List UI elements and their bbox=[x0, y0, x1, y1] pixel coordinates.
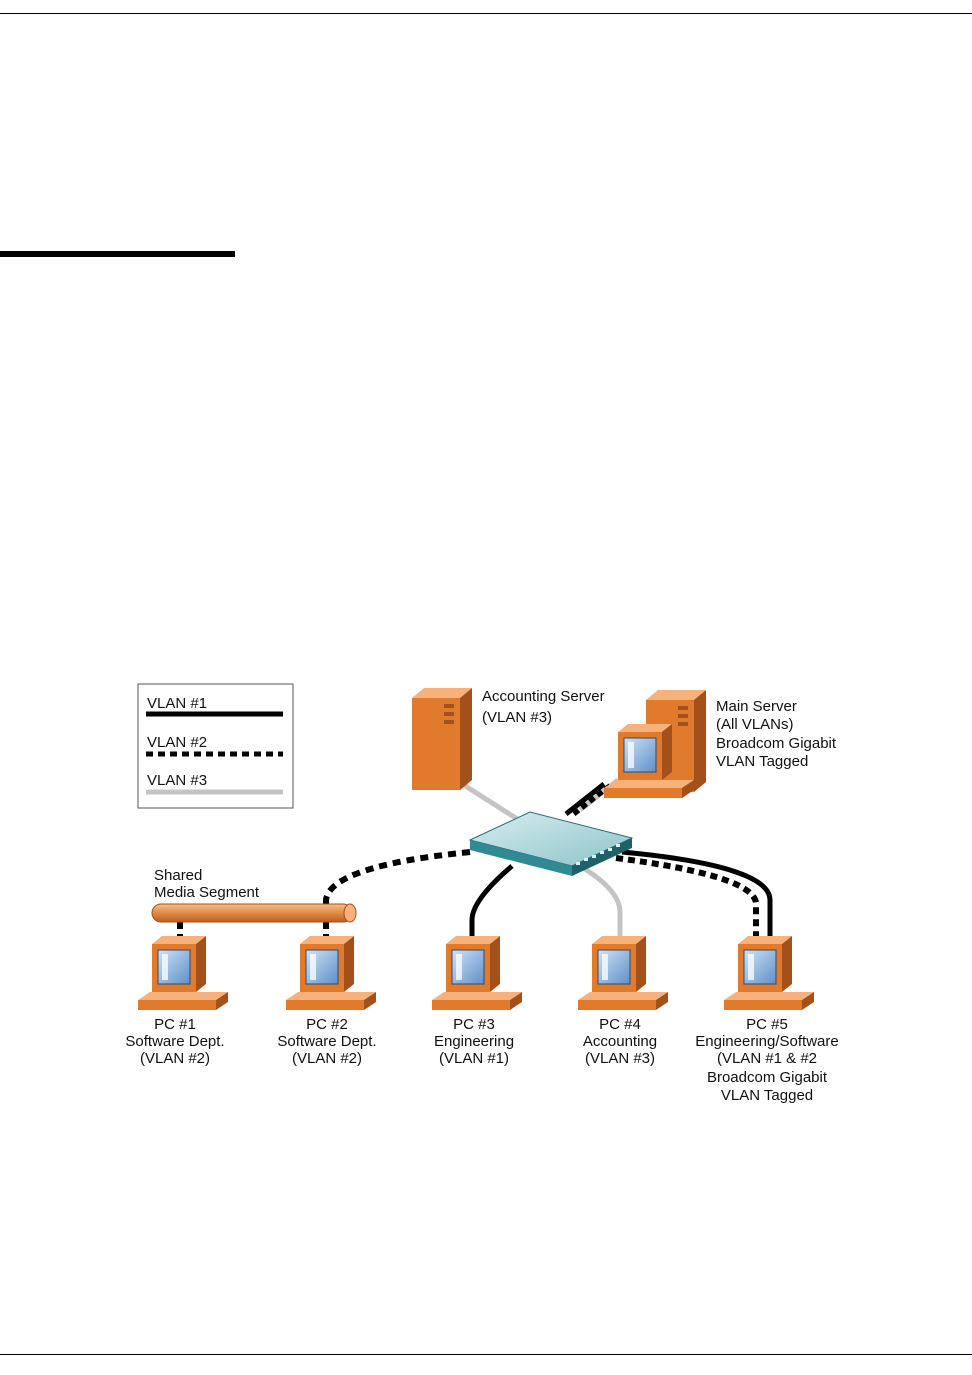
legend-label-vlan3: VLAN #3 bbox=[147, 772, 207, 789]
legend-label-vlan2: VLAN #2 bbox=[147, 734, 207, 751]
pc4-label-2: Accounting bbox=[583, 1033, 657, 1050]
pc1-label-2: Software Dept. bbox=[125, 1033, 224, 1050]
pc5-label-1: PC #5 bbox=[746, 1016, 788, 1033]
pc4-label-1: PC #4 bbox=[599, 1016, 641, 1033]
pc2-label-2: Software Dept. bbox=[277, 1033, 376, 1050]
pc3-label-1: PC #3 bbox=[453, 1016, 495, 1033]
section-heading-bar bbox=[0, 251, 235, 257]
accounting-server-label-2: (VLAN #3) bbox=[482, 709, 552, 726]
link-pc3-vlan1 bbox=[469, 864, 514, 952]
pc2-label-3: (VLAN #2) bbox=[292, 1050, 362, 1067]
link-pc4-vlan3 bbox=[578, 863, 623, 952]
pc2-computer-icon bbox=[285, 935, 377, 1011]
shared-media-segment-pipe bbox=[151, 903, 357, 923]
link-shared-segment-vlan2 bbox=[323, 849, 471, 906]
main-server-label-2: (All VLANs) bbox=[716, 716, 794, 733]
legend: VLAN #1 VLAN #2 VLAN #3 bbox=[137, 683, 294, 809]
pc5-label-2: Engineering/Software bbox=[695, 1033, 838, 1050]
main-server-label-1: Main Server bbox=[716, 698, 797, 715]
header-rule bbox=[0, 13, 972, 14]
link-pc5-vlan2 bbox=[615, 855, 759, 952]
pc3-computer-icon bbox=[431, 935, 523, 1011]
shared-segment-label-2: Media Segment bbox=[154, 884, 260, 901]
pc5-label-5: VLAN Tagged bbox=[721, 1087, 813, 1104]
pc1-label-3: (VLAN #2) bbox=[140, 1050, 210, 1067]
pc4-computer-icon bbox=[577, 935, 669, 1011]
pc5-computer-icon bbox=[723, 935, 815, 1011]
legend-box bbox=[137, 683, 294, 809]
link-pc5-vlan1 bbox=[621, 849, 773, 952]
pc4-label-3: (VLAN #3) bbox=[585, 1050, 655, 1067]
accounting-server-tower-icon bbox=[412, 688, 472, 790]
pc3-label-2: Engineering bbox=[434, 1033, 514, 1050]
pc5-label-3: (VLAN #1 & #2 bbox=[717, 1050, 817, 1067]
network-switch bbox=[468, 811, 634, 876]
shared-segment-label-1: Shared bbox=[154, 867, 202, 884]
main-server-label-3: Broadcom Gigabit bbox=[716, 735, 837, 752]
accounting-server-label-1: Accounting Server bbox=[482, 688, 605, 705]
link-main-server-vlan1 bbox=[564, 782, 606, 816]
footer-rule bbox=[0, 1354, 972, 1355]
pc1-computer-icon bbox=[137, 935, 229, 1011]
main-server-label-4: VLAN Tagged bbox=[716, 753, 808, 770]
pc5-label-4: Broadcom Gigabit bbox=[707, 1069, 828, 1086]
pc3-label-3: (VLAN #1) bbox=[439, 1050, 509, 1067]
legend-label-vlan1: VLAN #1 bbox=[147, 695, 207, 712]
pc2-label-1: PC #2 bbox=[306, 1016, 348, 1033]
link-accounting-server-vlan3 bbox=[454, 777, 524, 825]
pc1-label-1: PC #1 bbox=[154, 1016, 196, 1033]
